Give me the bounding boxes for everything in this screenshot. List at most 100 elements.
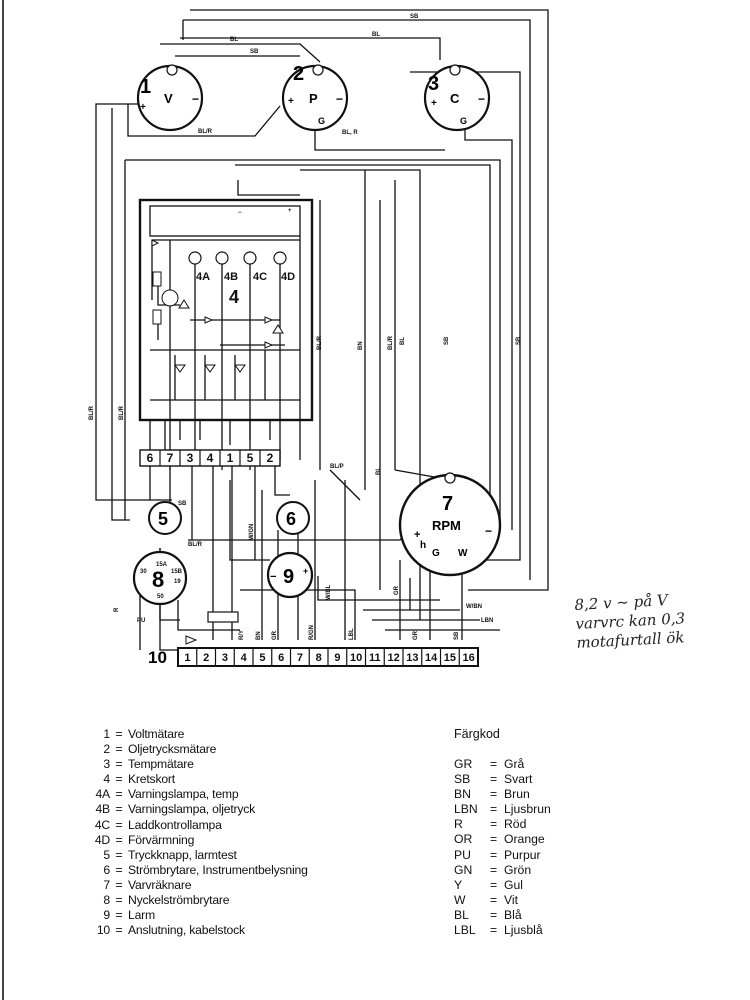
- lamp-4c-label: 4C: [253, 271, 267, 283]
- alarm-test-button: 5: [148, 501, 182, 535]
- wire: [229, 480, 270, 561]
- legend-number: 5: [103, 847, 110, 862]
- wire-label: +: [288, 208, 292, 214]
- terminal-label: 5: [247, 451, 254, 465]
- color-code-row: R=Röd: [454, 817, 551, 832]
- connector-terminal-label: 14: [425, 652, 438, 664]
- color-equals: =: [490, 772, 498, 787]
- legend-label: Varvräknare: [128, 877, 192, 892]
- wire-label: BL: [230, 37, 238, 43]
- wire: [317, 576, 440, 601]
- gauge-2-number: 2: [293, 63, 304, 85]
- wire-label: LBL: [349, 628, 355, 640]
- color-code: W: [454, 892, 466, 907]
- legend-number: 8: [103, 893, 110, 908]
- wire: [151, 239, 300, 470]
- gauge-2-ground: G: [318, 116, 325, 126]
- wire: [182, 19, 531, 580]
- wire-label: GR: [272, 630, 278, 640]
- legend-label: Larm: [128, 908, 155, 923]
- connector-terminal-label: 12: [388, 652, 400, 664]
- legend-number: 4A: [95, 787, 110, 802]
- voltmeter-gauge: 1 V + −: [136, 64, 204, 132]
- temp-gauge: 3 C G + −: [423, 64, 491, 132]
- color-name: Ljusblå: [504, 923, 543, 938]
- legend-label: Tempmätare: [128, 757, 194, 772]
- color-name: Gul: [504, 877, 523, 892]
- wire: [180, 37, 441, 60]
- color-name: Brun: [504, 787, 530, 802]
- legend-number: 4C: [94, 817, 110, 832]
- gauge-2-letter: P: [309, 91, 318, 106]
- wire: [394, 469, 441, 479]
- key-terminal: 15B: [171, 569, 183, 575]
- legend-label: Laddkontrollampa: [128, 817, 222, 832]
- wire: [274, 466, 290, 496]
- color-code-row: LBL = Ljusblå: [454, 923, 551, 938]
- color-equals: =: [490, 847, 498, 862]
- connector-terminal-label: 8: [316, 652, 322, 664]
- color-equals: =: [490, 862, 498, 877]
- wire-label: BL: [372, 32, 380, 38]
- comp-6-number: 6: [286, 509, 296, 529]
- legend-equals: =: [115, 817, 123, 832]
- wire: [235, 164, 491, 500]
- color-code: BL: [454, 907, 469, 922]
- wire: [95, 103, 150, 501]
- svg-text:−: −: [192, 92, 199, 106]
- color-code: PU: [454, 847, 471, 862]
- color-code-row: PU=Purpur: [454, 848, 551, 863]
- color-code: GR: [454, 757, 473, 771]
- legend-label: Nyckelströmbrytare: [128, 893, 230, 908]
- legend-row: 4=Kretskort: [80, 772, 308, 787]
- legend-equals: =: [115, 893, 123, 908]
- wire: [160, 43, 321, 63]
- legend-equals: =: [115, 923, 123, 938]
- resistor: [207, 611, 239, 623]
- wire: [149, 466, 172, 501]
- wire-label: SB: [516, 336, 522, 345]
- color-code: OR: [454, 832, 473, 847]
- terminal-label: 6: [147, 451, 154, 465]
- legend-number: 9: [103, 908, 110, 923]
- terminal-label: 1: [227, 451, 234, 465]
- connector-terminal-label: 13: [406, 652, 418, 664]
- color-equals: =: [490, 923, 498, 938]
- color-equals: =: [490, 757, 498, 771]
- color-code-row: Y=Gul: [454, 878, 551, 893]
- legend-number: 1: [103, 727, 110, 741]
- key-terminal: 50: [157, 594, 164, 600]
- wire: [150, 349, 300, 400]
- wire: [177, 600, 240, 631]
- color-equals: =: [490, 802, 498, 817]
- wire-label: GR: [394, 585, 400, 595]
- legend-number: 4D: [94, 832, 110, 847]
- ignition-key-switch: 8 15A 30 15B 19 50: [132, 550, 188, 606]
- gauge-3-letter: C: [450, 91, 460, 106]
- legend-number: 7: [103, 877, 110, 892]
- color-code: BN: [454, 787, 471, 802]
- wire-label: W/BL: [326, 584, 332, 600]
- color-name: Grå: [504, 757, 525, 771]
- wire-label: BL/R: [388, 335, 394, 350]
- color-code: LBL: [454, 923, 476, 938]
- wire: [169, 466, 256, 640]
- connector-terminal-label: 1: [184, 652, 190, 664]
- wire-label: SB: [250, 49, 259, 55]
- gauge-1-number: 1: [140, 76, 151, 98]
- wire: [111, 108, 130, 521]
- wire-label: BL/R: [317, 335, 323, 350]
- rpm-number: 7: [442, 493, 453, 515]
- oil-pressure-gauge: 2 P G + −: [281, 63, 349, 132]
- svg-text:+: +: [288, 96, 294, 107]
- key-terminal: 15A: [156, 562, 168, 568]
- circuit-board-outline: [138, 198, 314, 422]
- legend-number: 2: [103, 742, 110, 757]
- connector-terminal-label: 6: [278, 652, 284, 664]
- connector-terminal-label: 9: [334, 652, 340, 664]
- color-code: SB: [454, 772, 471, 787]
- connector-terminal-label: 5: [259, 652, 265, 664]
- legend-label: Strömbrytare, Instrumentbelysning: [128, 862, 308, 877]
- board-terminal-block: 6 7 3 4 1 5 2: [139, 449, 281, 467]
